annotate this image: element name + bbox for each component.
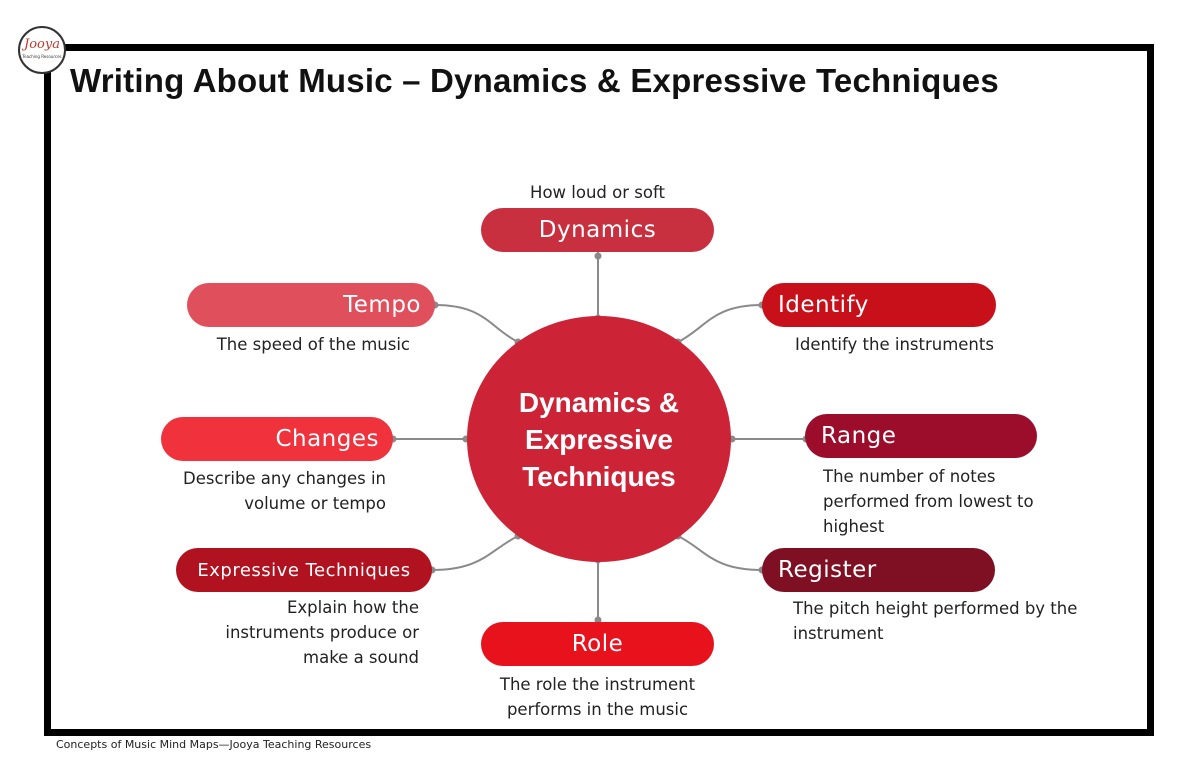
changes-node: Changes [161,417,393,461]
expressive-techniques-description: Explain how the instruments produce or m… [225,598,419,667]
range-node: Range [805,414,1037,458]
joint-dot [594,252,602,260]
footer-credit: Concepts of Music Mind Maps—Jooya Teachi… [56,738,372,751]
joint-dot [594,616,602,624]
role-label: Role [571,631,624,657]
tempo-description: The speed of the music [216,335,410,354]
central-topic-label: Dynamics & Expressive Techniques [518,386,680,492]
dynamics-node: Dynamics [481,208,714,252]
connector-expressive-techniques [431,535,519,571]
expressive-techniques-label: Expressive Techniques [197,559,411,581]
tempo-label: Tempo [343,292,421,318]
logo: Jooya Teaching Resources [18,26,66,74]
identify-description: Identify the instruments [795,335,994,354]
connector-tempo [434,304,519,343]
role-description: The role the instrument performs in the … [499,675,696,719]
identify-label: Identify [778,292,869,318]
register-description: The pitch height performed by the instru… [793,599,1078,643]
changes-label: Changes [275,426,379,452]
central-topic: Dynamics & Expressive Techniques [467,316,731,562]
tempo-node: Tempo [187,283,435,327]
connector-identify [677,304,763,343]
dynamics-label: Dynamics [538,217,657,243]
register-label: Register [778,557,877,583]
logo-name: Jooya [24,37,60,52]
logo-subtitle: Teaching Resources [22,54,62,59]
range-label: Range [821,423,897,449]
role-node: Role [481,622,714,666]
connector-register [677,535,763,571]
changes-description: Describe any changes in volume or tempo [183,469,386,513]
identify-node: Identify [762,283,996,327]
expressive-techniques-node: Expressive Techniques [176,548,432,592]
page-title: Writing About Music – Dynamics & Express… [70,62,999,99]
register-node: Register [762,548,995,592]
range-description: The number of notes performed from lowes… [823,467,1034,536]
dynamics-description: How loud or soft [530,183,665,202]
